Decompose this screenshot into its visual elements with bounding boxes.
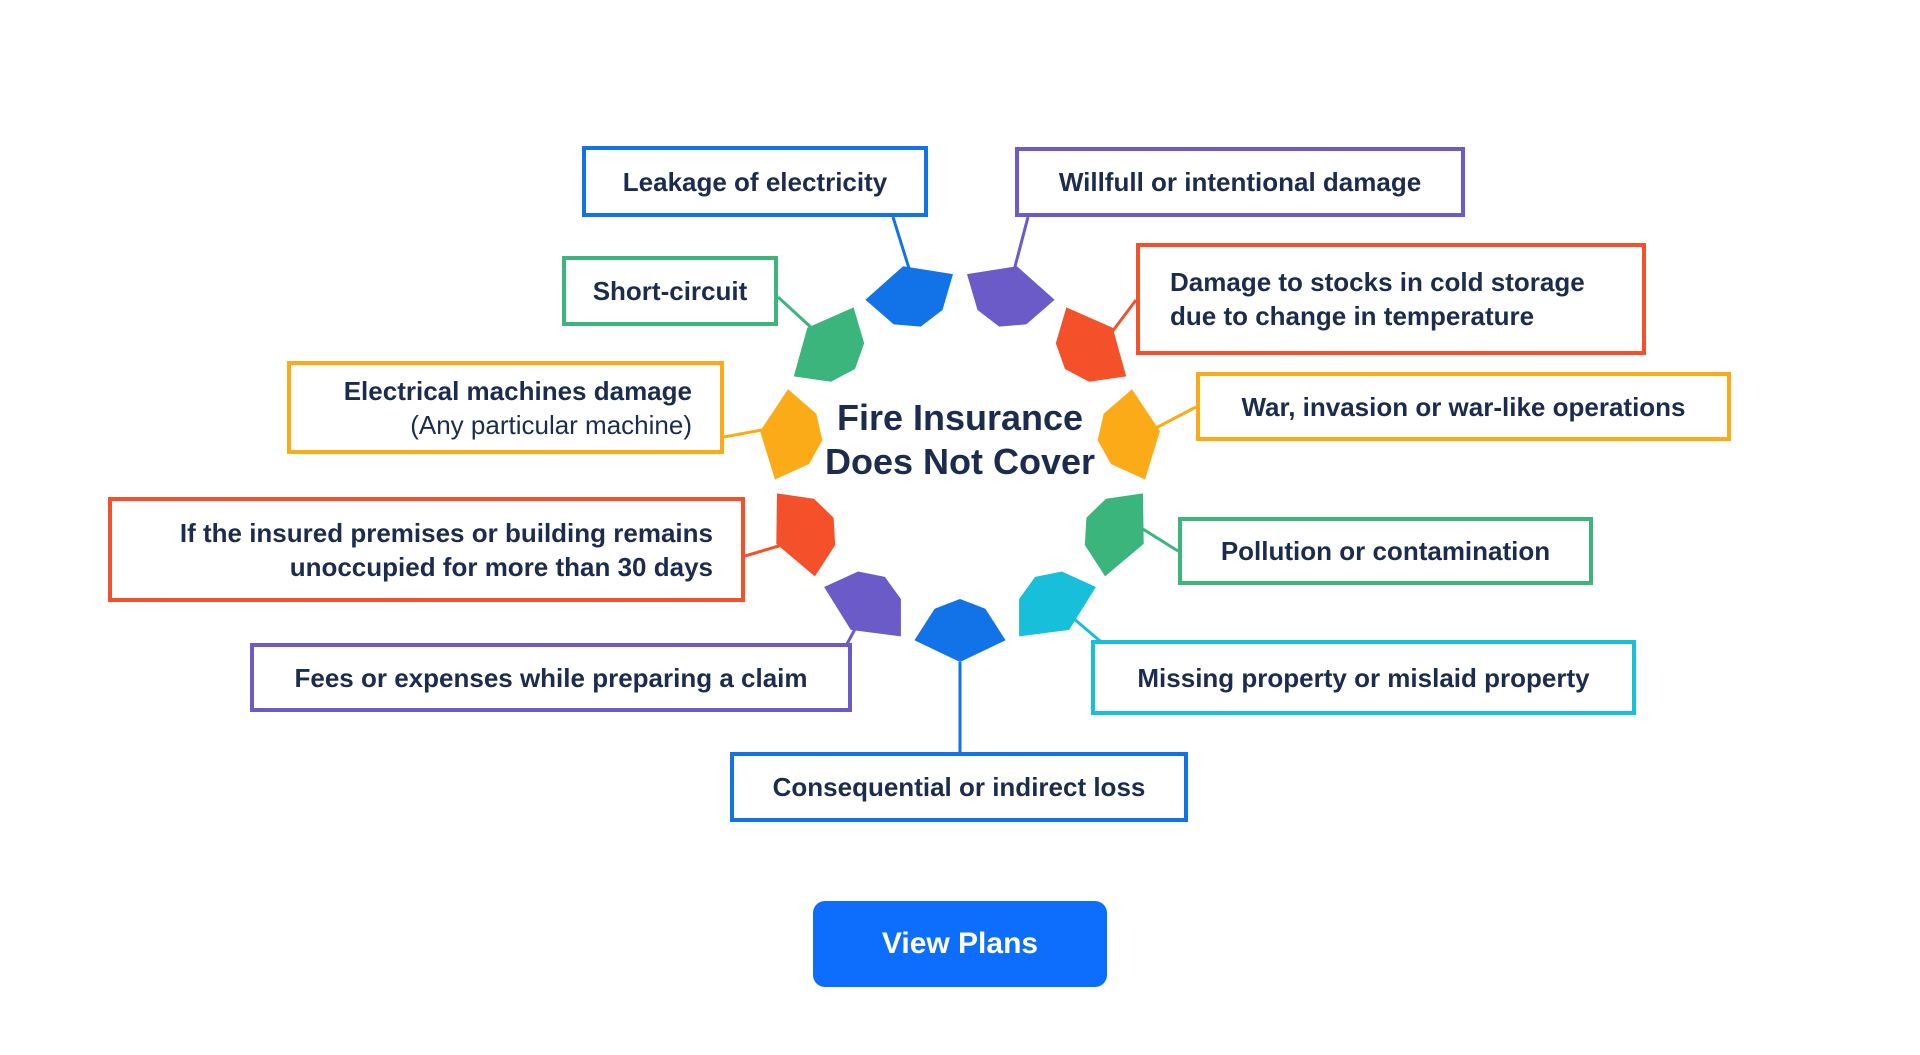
- connector-line-war: [1153, 405, 1197, 431]
- ring-segment-red-7: [776, 493, 836, 577]
- connector-line-electrical: [723, 428, 763, 439]
- item-label-fees-line1: Fees or expenses while preparing a claim: [294, 662, 808, 693]
- connector-line-cold-storage: [1110, 299, 1138, 333]
- item-box-unoccupied: If the insured premises or building rema…: [108, 497, 745, 602]
- connector-line-pollution: [1129, 519, 1179, 553]
- ring-segment-red-1: [1055, 307, 1127, 382]
- item-box-leakage: Leakage of electricity: [582, 146, 928, 217]
- item-label-war-line1: War, invasion or war-like operations: [1241, 391, 1686, 422]
- item-box-fees: Fees or expenses while preparing a claim: [250, 643, 852, 712]
- item-label-electrical-line1: Electrical machines damage: [343, 375, 692, 406]
- item-label-missing-line1: Missing property or mislaid property: [1137, 662, 1590, 693]
- connector-line-short-circuit: [776, 295, 817, 333]
- ring-segment-blue-5: [914, 599, 1006, 662]
- item-box-war: War, invasion or war-like operations: [1196, 372, 1731, 441]
- ring-segment-yellow-2: [1097, 389, 1160, 480]
- item-label-electrical-line2: (Any particular machine): [410, 409, 692, 440]
- item-label-pollution-line1: Pollution or contamination: [1220, 536, 1551, 566]
- center-title-line1: Fire Insurance: [836, 397, 1084, 438]
- view-plans-button[interactable]: View Plans: [813, 901, 1107, 987]
- diagram-center-title: Fire Insurance Does Not Cover: [760, 396, 1160, 484]
- connector-line-willfull: [1010, 216, 1030, 279]
- ring-segment-blue-10: [865, 266, 953, 327]
- ring-segment-green-9: [793, 307, 865, 382]
- ring-segment-cyan-4: [1019, 571, 1096, 637]
- ring-segment-purple-6: [824, 571, 901, 637]
- item-label-cold-storage-line2: due to change in temperature: [1170, 301, 1535, 331]
- item-box-willfull: Willfull or intentional damage: [1015, 147, 1465, 217]
- ring-segment-purple-0: [967, 266, 1055, 327]
- item-label-leakage-line1: Leakage of electricity: [622, 166, 888, 197]
- item-box-electrical: Electrical machines damage(Any particula…: [287, 361, 724, 454]
- item-label-unoccupied-line1: If the insured premises or building rema…: [179, 517, 713, 548]
- ring-segment-green-3: [1084, 493, 1144, 577]
- ring-segment-yellow-8: [760, 389, 823, 480]
- connector-line-missing: [1072, 616, 1101, 643]
- connector-line-fees: [845, 604, 870, 645]
- item-label-unoccupied-line2: unoccupied for more than 30 days: [289, 551, 713, 582]
- item-box-consequential: Consequential or indirect loss: [730, 752, 1188, 822]
- item-box-pollution: Pollution or contamination: [1178, 517, 1593, 585]
- center-title-line2: Does Not Cover: [824, 441, 1096, 482]
- connector-line-leakage: [891, 216, 914, 279]
- item-label-short-circuit-line1: Short-circuit: [592, 276, 748, 306]
- item-label-willfull-line1: Willfull or intentional damage: [1058, 167, 1422, 197]
- connector-line-unoccupied: [744, 543, 783, 558]
- item-label-cold-storage-line1: Damage to stocks in cold storage: [1170, 267, 1585, 297]
- item-box-cold-storage: Damage to stocks in cold storage due to c…: [1136, 243, 1646, 355]
- item-label-consequential-line1: Consequential or indirect loss: [772, 772, 1146, 802]
- item-box-missing: Missing property or mislaid property: [1091, 640, 1636, 715]
- item-box-short-circuit: Short-circuit: [562, 256, 778, 326]
